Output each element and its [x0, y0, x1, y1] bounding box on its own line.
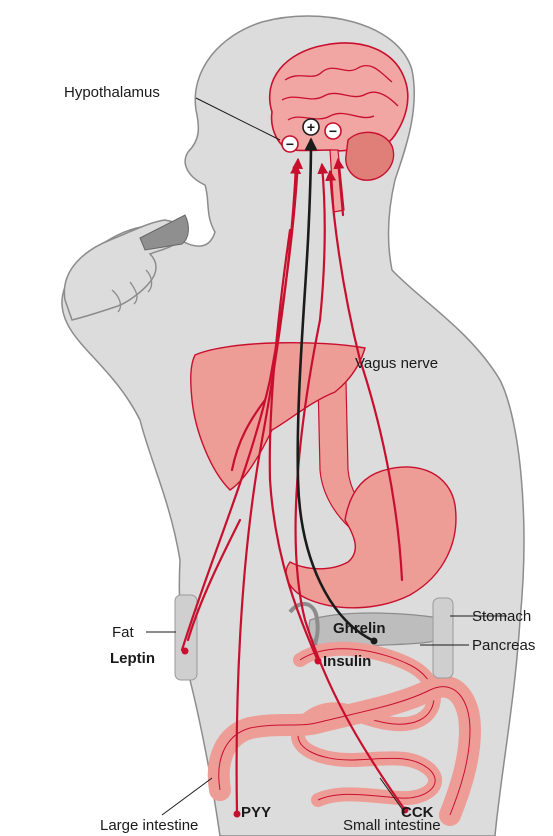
stomach-label: Stomach [472, 608, 531, 625]
pyy-label: PYY [241, 804, 271, 821]
hypothalamus-label: Hypothalamus [64, 84, 160, 101]
leptin-dot [182, 648, 189, 655]
large-intestine-leader [162, 778, 212, 815]
svg-text:−: − [329, 123, 337, 139]
pancreas-label: Pancreas [472, 637, 535, 654]
ghrelin-label: Ghrelin [333, 620, 386, 637]
svg-text:−: − [286, 136, 294, 152]
svg-text:+: + [307, 119, 315, 135]
leptin-label: Leptin [110, 650, 155, 667]
stimulate-symbol: + [303, 119, 319, 135]
insulin-label: Insulin [323, 653, 371, 670]
small-intestine-label: Small intestine [343, 817, 441, 834]
ghrelin-dot [371, 638, 378, 645]
fat-deposit-right [433, 598, 453, 678]
inhibit-symbol-left: − [282, 136, 298, 152]
pyy-dot [234, 811, 241, 818]
fat-label: Fat [112, 624, 135, 641]
large-intestine-label: Large intestine [100, 817, 198, 834]
inhibit-symbol-right: − [325, 123, 341, 139]
insulin-dot [315, 658, 322, 665]
vagus-nerve-label: Vagus nerve [355, 355, 438, 372]
